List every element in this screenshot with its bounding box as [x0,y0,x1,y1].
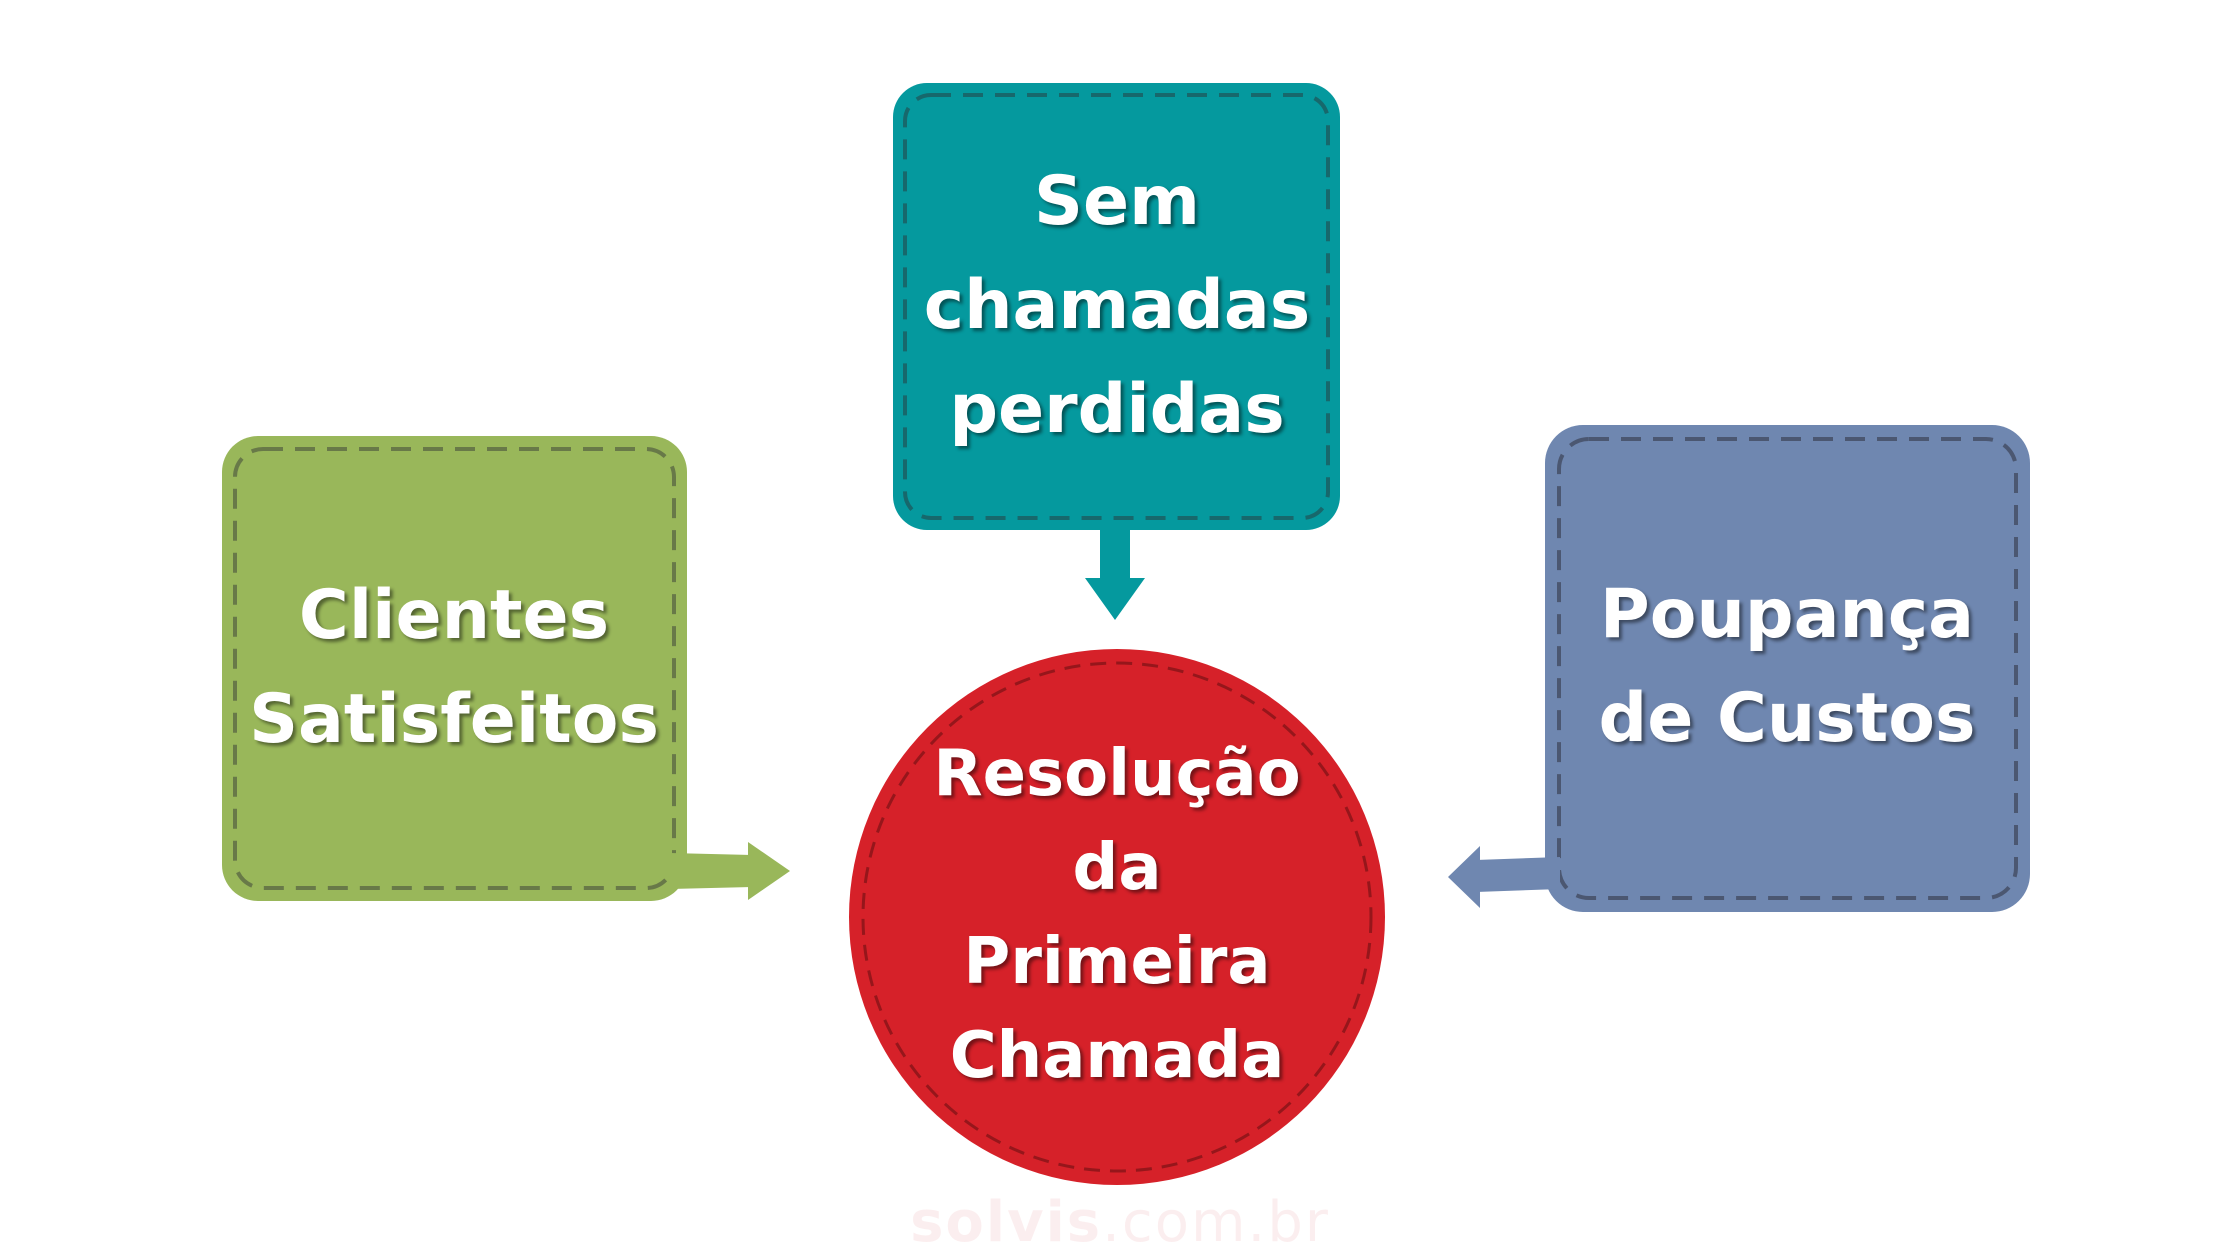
node-center-line-2: da [1072,831,1162,905]
top-box-dashed-border [903,93,1330,520]
node-top-line-2: chamadas [923,266,1311,345]
left-box-shape [222,436,687,901]
node-left-line-1: Clientes [298,576,610,655]
watermark-brand: solvis [910,1190,1103,1255]
node-left-line-2: Satisfeitos [249,680,659,759]
top-box-shape [893,83,1340,530]
node-right-line-1: Poupança [1599,575,1975,654]
node-center-line-1: Resolução [933,737,1301,811]
node-right-line-2: de Custos [1598,679,1976,758]
right-box-shape [1545,425,2030,912]
node-poupanca-de-custos: Poupança de Custos [1547,427,2027,907]
node-clientes-satisfeitos: Clientes Satisfeitos [224,438,684,898]
watermark: solvis.com.br [0,1190,2240,1255]
node-resolucao-da-primeira-chamada: Resolução da Primeira Chamada [852,650,1382,1180]
arrow-right-icon [670,842,790,900]
node-top-line-1: Sem [1034,162,1200,241]
arrow-left-icon [1448,846,1560,908]
node-center-line-3: Primeira [963,925,1271,999]
arrow-down-icon [1085,528,1145,620]
center-circle-dashed-border [861,661,1373,1173]
watermark-domain: .com.br [1102,1190,1330,1255]
right-box-dashed-border [1557,437,2018,900]
node-sem-chamadas-perdidas: Sem chamadas perdidas [897,86,1337,526]
node-center-line-4: Chamada [949,1019,1285,1093]
center-circle-shape [849,649,1385,1185]
node-top-line-3: perdidas [949,370,1285,449]
left-box-dashed-border [233,447,676,890]
